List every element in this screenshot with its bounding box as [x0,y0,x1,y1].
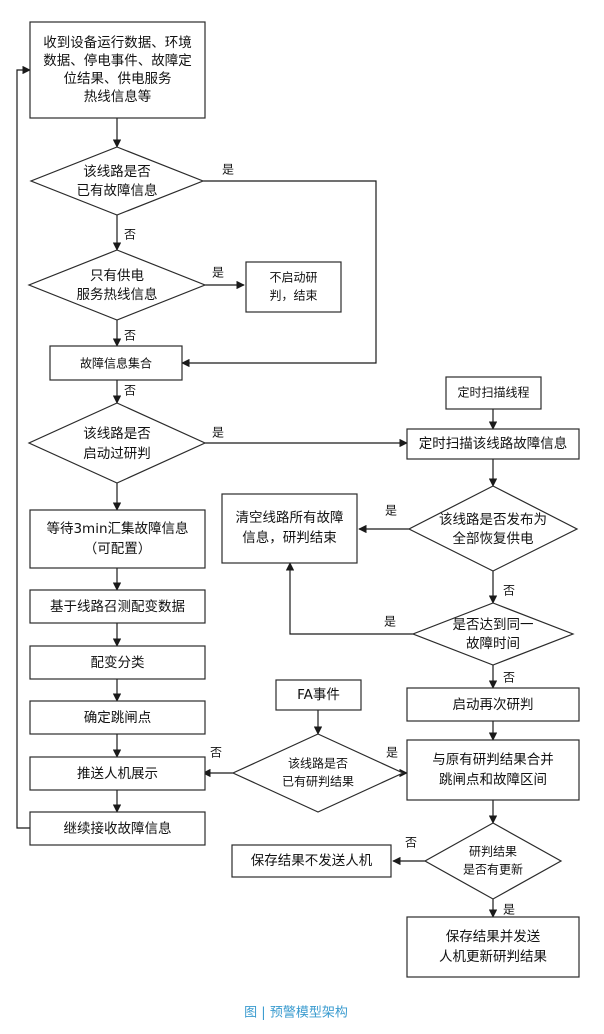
decision-has-fault-info: 该线路是否 已有故障信息 [29,146,205,216]
edge-sametime-yes-clear [285,562,413,635]
node-text-line: 已有故障信息 [77,182,158,199]
node-no-analysis-end: 不启动研 判，结束 [245,261,342,313]
label-no: 否 [503,584,515,598]
node-text-line: 故障信息集合 [80,356,152,371]
node-text-line: 收到设备运行数据、环境 [43,34,192,51]
node-recall-data: 基于线路召测配变数据 [29,589,206,624]
node-classify: 配变分类 [29,645,206,680]
node-text-line: 是否有更新 [463,862,523,877]
label-yes: 是 [212,266,224,280]
node-collect-data: 收到设备运行数据、环境 数据、停电事件、故障定 位结果、供电服务 热线信息等 [29,21,206,119]
node-restart-analysis: 启动再次研判 [406,687,580,722]
node-text-line: 服务热线信息 [77,286,158,303]
label-no: 否 [503,671,515,685]
node-continue-receive: 继续接收故障信息 [29,811,206,846]
node-text-line: 已有研判结果 [282,775,354,789]
node-text-line: 该线路是否 [83,164,151,180]
node-save-no-send: 保存结果不发送人机 [231,844,392,878]
node-fa-event: FA事件 [275,679,362,711]
node-clear-faults: 清空线路所有故障 信息，研判结束 [221,493,358,564]
label-yes: 是 [385,504,397,518]
node-wait-collect: 等待3min汇集故障信息 （可配置） [29,509,206,569]
decision-only-hotline: 只有供电 服务热线信息 [27,249,207,321]
node-trip-point: 确定跳闸点 [29,700,206,735]
node-text-line: 热线信息等 [84,88,152,105]
edge-continue-loop [16,65,31,829]
node-fault-aggregate: 故障信息集合 [49,345,183,381]
label-no: 否 [210,746,222,760]
node-push-display: 推送人机展示 [29,756,206,791]
label-no: 否 [405,836,417,850]
node-text-line: 推送人机展示 [77,766,158,782]
decision-result-updated: 研判结果 是否有更新 [423,822,563,900]
node-text-line: 人机更新研判结果 [439,949,547,965]
node-timer-thread: 定时扫描线程 [445,376,542,410]
node-text-line: 全部恢复供电 [453,530,534,547]
node-text-line: 跳闸点和故障区间 [439,772,547,788]
node-text-line: 该线路是否发布为 [439,512,547,528]
label-no: 否 [124,384,136,398]
node-timed-scan: 定时扫描该线路故障信息 [406,428,580,460]
node-text-line: 继续接收故障信息 [64,820,172,837]
connectors [16,65,498,918]
node-text-line: 故障时间 [466,636,520,652]
node-text-line: 基于线路召测配变数据 [50,598,185,615]
label-yes: 是 [222,163,234,177]
node-text-line: 配变分类 [91,655,145,671]
node-text-line: 清空线路所有故障 [236,510,344,526]
node-text-line: 保存结果不发送人机 [251,853,373,869]
decision-restored: 该线路是否发布为 全部恢复供电 [407,485,579,572]
decision-has-result: 该线路是否 已有研判结果 [231,733,405,813]
label-yes: 是 [503,903,515,917]
node-text-line: 判，结束 [269,289,317,303]
node-text-line: 不启动研 [269,271,317,285]
node-text-line: 信息，研判结束 [242,529,337,546]
label-yes: 是 [386,746,398,760]
node-text-line: 是否达到同一 [453,617,534,633]
node-text-line: 定时扫描该线路故障信息 [419,435,568,452]
label-no: 否 [124,329,136,343]
label-no: 否 [124,228,136,242]
node-merge-result: 与原有研判结果合并 跳闸点和故障区间 [406,739,580,801]
edge-hasfault-yes-aggregate [181,180,377,368]
node-text-line: 该线路是否 [288,756,348,771]
node-text-line: （可配置） [84,541,152,557]
node-text-line: 启动再次研判 [453,697,534,713]
node-text-line: 该线路是否 [83,426,151,442]
label-yes: 是 [212,426,224,440]
node-text-line: 确定跳闸点 [84,710,152,726]
branch-labels: 是 否 是 否 否 是 是 否 是 否 否 是 否 是 [124,163,515,917]
figure-caption: 图 | 预警模型架构 [244,1005,348,1021]
node-text-line: 研判结果 [469,845,517,859]
node-text-line: 只有供电 [90,268,144,284]
label-yes: 是 [384,615,396,629]
decision-analysis-started: 该线路是否 启动过研判 [27,402,207,484]
decision-same-fault-time: 是否达到同一 故障时间 [411,602,575,666]
node-text-line: 定时扫描线程 [457,385,529,400]
node-text-line: 数据、停电事件、故障定 [43,52,192,69]
node-text-line: FA事件 [297,687,340,703]
node-text-line: 等待3min汇集故障信息 [46,520,188,537]
node-text-line: 与原有研判结果合并 [432,752,554,768]
node-text-line: 位结果、供电服务 [64,71,172,87]
node-save-and-send: 保存结果并发送 人机更新研判结果 [406,916,580,978]
node-text-line: 保存结果并发送 [446,929,541,945]
node-text-line: 启动过研判 [83,446,151,462]
